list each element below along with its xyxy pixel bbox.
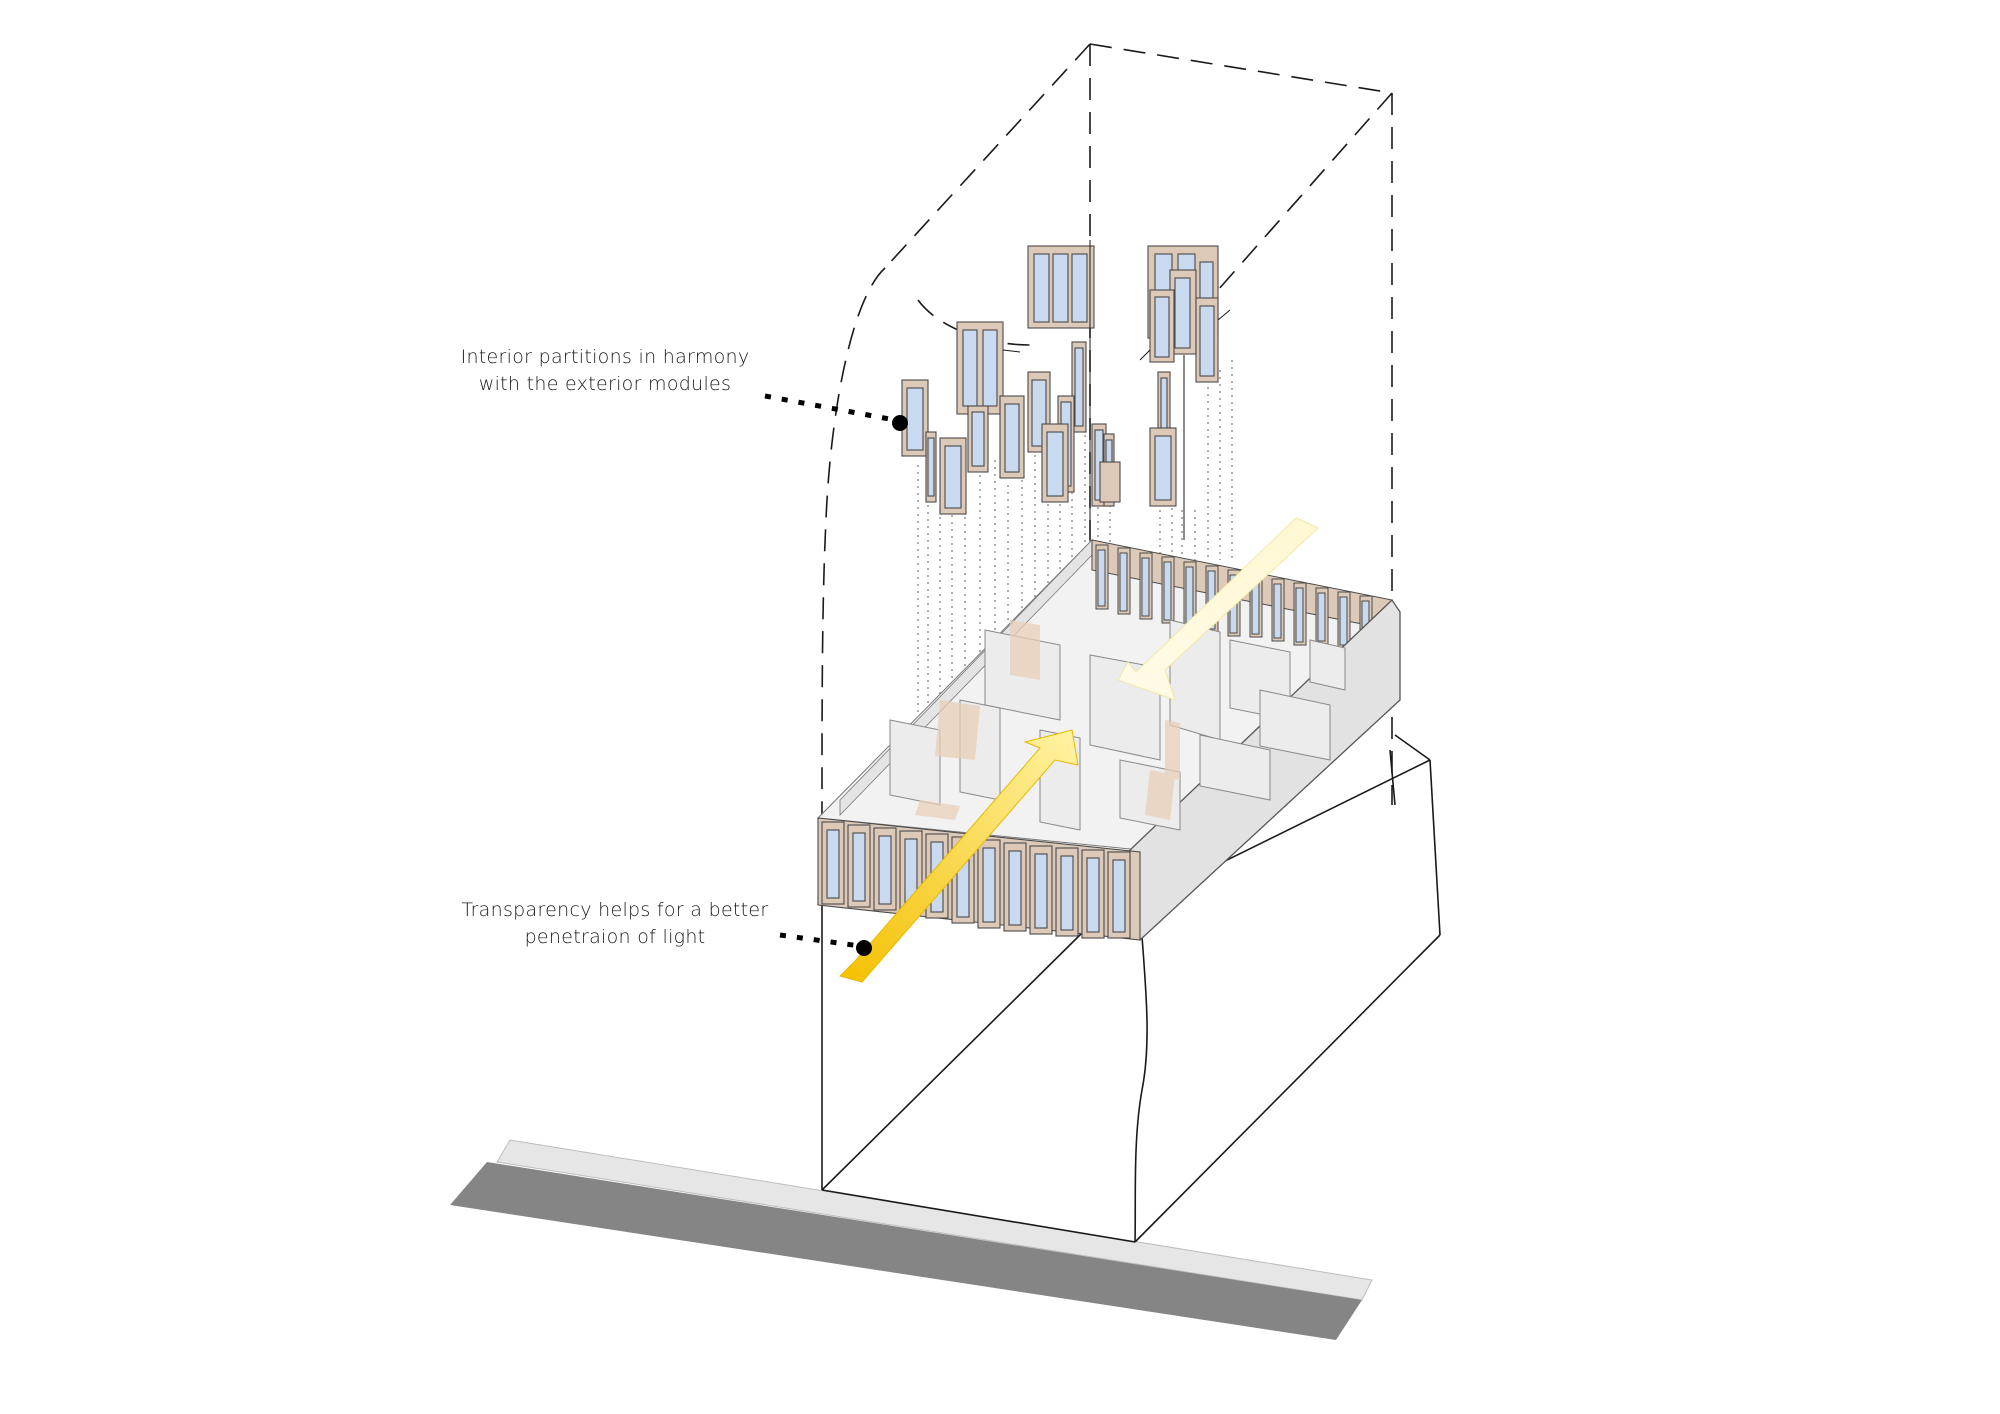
- partition-module: [901, 379, 929, 457]
- annotation-transparency-line2: penetraion of light: [524, 926, 706, 948]
- annotation-transparency: Transparency helps for a better penetrai…: [440, 897, 790, 951]
- partition-module: [967, 405, 989, 473]
- street-ground: [450, 1139, 1373, 1340]
- partition-module: [999, 395, 1025, 479]
- floating-partition-modules: [901, 240, 1231, 720]
- leader-line-transparency: [779, 932, 861, 949]
- ground-dark-strip: [450, 1162, 1362, 1340]
- partition-module: [1027, 245, 1095, 329]
- leader-dot-partitions: [892, 415, 908, 431]
- light-beam-upper: [1117, 517, 1319, 701]
- light-beams: [839, 517, 1319, 983]
- floor-tints: [915, 620, 1180, 820]
- annotation-partitions-line1: Interior partitions in harmony: [460, 346, 750, 368]
- annotation-transparency-line1: Transparency helps for a better: [461, 899, 769, 921]
- partition-module: [956, 321, 1004, 415]
- floor-plate: [816, 539, 1401, 941]
- leader-line-partitions: [764, 393, 896, 423]
- annotation-leaders: [764, 393, 908, 956]
- partition-module: [939, 437, 967, 515]
- annotation-partitions: Interior partitions in harmony with the …: [440, 344, 770, 398]
- leader-dot-transparency: [856, 940, 872, 956]
- partition-module: [1099, 461, 1121, 503]
- partition-module: [1149, 427, 1177, 507]
- annotation-partitions-line2: with the exterior modules: [478, 373, 732, 395]
- light-beam-lower: [839, 729, 1079, 983]
- partition-module: [1041, 423, 1069, 503]
- front-facade-modules: [817, 817, 1141, 941]
- partition-module: [1195, 297, 1219, 383]
- partition-module: [1149, 289, 1175, 363]
- partition-module: [925, 431, 937, 503]
- partition-module: [1071, 341, 1087, 433]
